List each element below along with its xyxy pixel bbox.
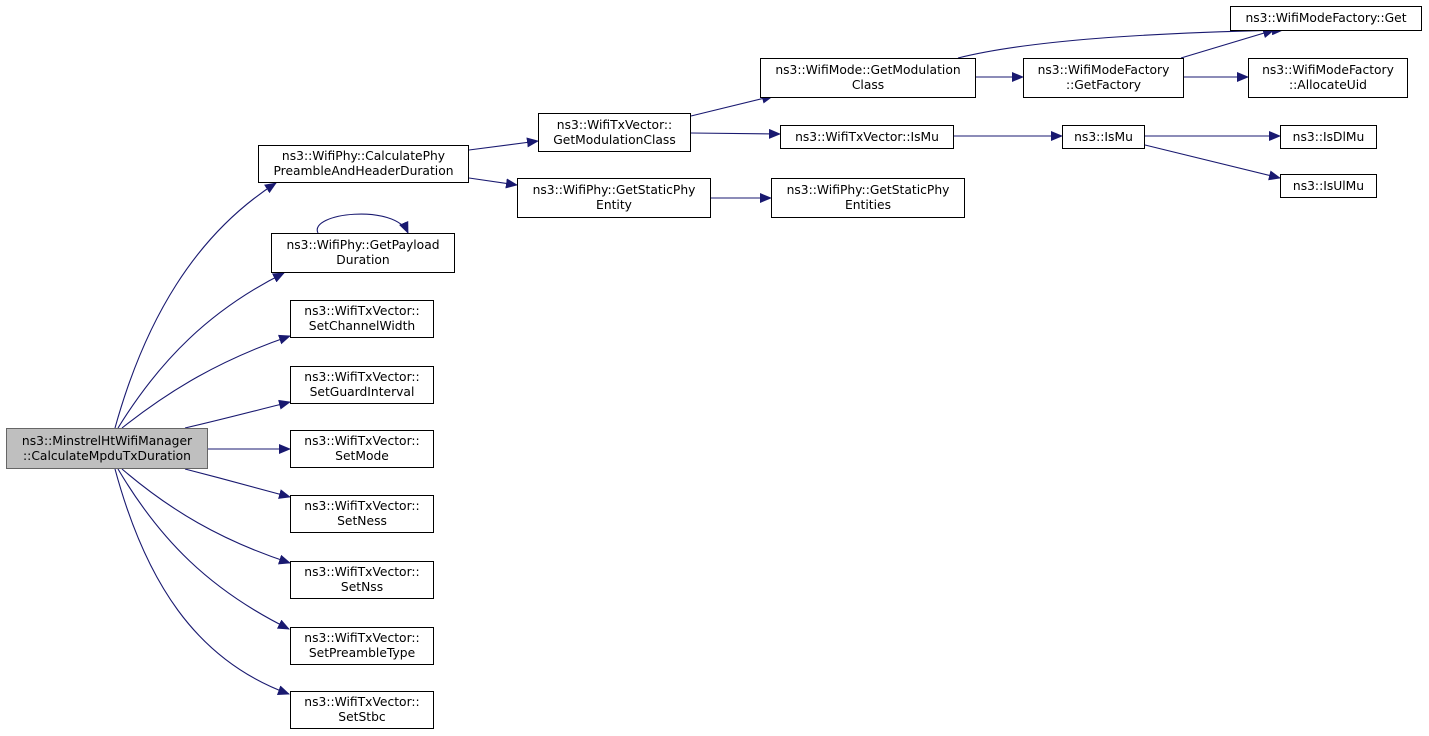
node-label-line: GetModulationClass	[553, 132, 676, 147]
node-label-line: ns3::WifiTxVector::	[304, 565, 420, 579]
node-label-line: ns3::WifiModeFactory::Get	[1245, 11, 1407, 25]
node-calculate-phy-preamble-and-header-duration[interactable]: ns3::WifiPhy::CalculatePhy PreambleAndHe…	[258, 145, 469, 183]
edge-txv_get_mod_class-to-txv_is_mu	[690, 128, 781, 139]
node-label-line: ns3::WifiModeFactory	[1037, 63, 1170, 77]
edge-root-to-calc_preamble	[114, 182, 277, 429]
node-set-ness[interactable]: ns3::WifiTxVector:: SetNess	[290, 495, 434, 533]
node-label-line: SetNess	[337, 514, 387, 528]
node-label-line: SetMode	[335, 449, 389, 463]
node-wifi-mode-factory-get[interactable]: ns3::WifiModeFactory::Get	[1230, 6, 1422, 31]
edge-root-to-set_channel_width	[121, 334, 291, 429]
node-label-line: Entities	[844, 198, 891, 212]
node-label-line: SetStbc	[338, 710, 386, 724]
node-wifi-mode-factory-get-factory[interactable]: ns3::WifiModeFactory ::GetFactory	[1023, 58, 1184, 98]
node-label-line: ns3::IsUlMu	[1292, 178, 1365, 193]
node-label-line: ns3::MinstrelHtWifiManager	[21, 433, 193, 448]
node-label-line: ns3::WifiTxVector::	[304, 304, 420, 318]
node-is-ul-mu[interactable]: ns3::IsUlMu	[1280, 174, 1377, 198]
node-label-line: ns3::WifiTxVector::	[556, 117, 673, 132]
node-label-line: ns3::WifiTxVector::	[304, 695, 420, 709]
edge-calc_preamble-to-txv_get_mod_class	[468, 137, 539, 151]
node-label-line: ns3::WifiTxVector::	[304, 631, 420, 645]
node-label-line: ns3::WifiModeFactory	[1262, 63, 1394, 77]
edge-factory_get_factory-to-factory_get	[1180, 28, 1275, 59]
node-label-line: SetChannelWidth	[308, 319, 416, 333]
node-label-line: SetGuardInterval	[309, 385, 415, 399]
node-set-nss[interactable]: ns3::WifiTxVector:: SetNss	[290, 561, 434, 599]
node-set-channel-width[interactable]: ns3::WifiTxVector:: SetChannelWidth	[290, 300, 434, 338]
node-label-line: ::AllocateUid	[1289, 78, 1367, 92]
node-set-stbc[interactable]: ns3::WifiTxVector:: SetStbc	[290, 691, 434, 729]
node-label-line: ns3::WifiTxVector::IsMu	[795, 129, 939, 144]
edge-root-to-set_nss	[121, 468, 291, 565]
node-wifi-mode-factory-allocate-uid[interactable]: ns3::WifiModeFactory ::AllocateUid	[1248, 58, 1408, 98]
node-get-static-phy-entity[interactable]: ns3::WifiPhy::GetStaticPhy Entity	[517, 178, 711, 218]
node-wifi-tx-vector-is-mu[interactable]: ns3::WifiTxVector::IsMu	[780, 125, 954, 149]
node-label-line: ns3::WifiPhy::GetStaticPhy	[532, 183, 696, 197]
edge-txv_get_mod_class-to-mode_get_mod_class	[690, 93, 774, 117]
edge-root-to-set_preamble_type	[117, 468, 290, 630]
node-label-line: ::GetFactory	[1065, 78, 1142, 92]
node-label-line: ns3::WifiTxVector::	[304, 499, 420, 513]
node-minstrel-calculate-mpdu-tx-duration[interactable]: ns3::MinstrelHtWifiManager ::CalculateMp…	[6, 428, 208, 469]
node-label-line: ns3::WifiTxVector::	[304, 434, 420, 448]
node-label-line: ns3::WifiPhy::CalculatePhy	[281, 149, 446, 163]
edge-mode_get_mod_class-to-factory_get	[957, 25, 1284, 59]
node-set-guard-interval[interactable]: ns3::WifiTxVector:: SetGuardInterval	[290, 366, 434, 404]
node-label-line: Class	[851, 78, 885, 92]
node-label-line: ns3::WifiTxVector::	[304, 370, 420, 384]
node-label-line: SetPreambleType	[308, 646, 416, 660]
node-is-dl-mu[interactable]: ns3::IsDlMu	[1280, 125, 1377, 149]
edge-root-to-set_guard_interval	[184, 399, 291, 429]
node-label-line: ns3::WifiPhy::GetPayload	[286, 238, 440, 252]
node-label-line: ns3::IsDlMu	[1292, 129, 1365, 144]
node-get-payload-duration[interactable]: ns3::WifiPhy::GetPayload Duration	[271, 233, 455, 273]
edge-root-to-get_payload	[117, 272, 285, 429]
node-label-line: ::CalculateMpduTxDuration	[23, 448, 191, 463]
node-label-line: SetNss	[340, 580, 384, 594]
node-wifi-tx-vector-get-modulation-class[interactable]: ns3::WifiTxVector:: GetModulationClass	[538, 113, 691, 152]
node-label-line: Duration	[336, 253, 390, 267]
node-wifi-mode-get-modulation-class[interactable]: ns3::WifiMode::GetModulation Class	[760, 58, 976, 98]
edge-root-to-set_ness	[184, 468, 291, 499]
node-label-line: ns3::IsMu	[1074, 129, 1133, 144]
edge-calc_preamble-to-get_static_phy_entity	[468, 177, 518, 189]
node-set-preamble-type[interactable]: ns3::WifiTxVector:: SetPreambleType	[290, 627, 434, 665]
node-get-static-phy-entities[interactable]: ns3::WifiPhy::GetStaticPhy Entities	[771, 178, 965, 218]
edge-layer	[114, 25, 1284, 695]
node-is-mu[interactable]: ns3::IsMu	[1062, 125, 1145, 149]
edge-root-to-set_stbc	[114, 468, 290, 695]
edge-is_mu-to-is_ul_mu	[1144, 144, 1281, 181]
edge-get_payload-to-get_payload	[316, 213, 409, 234]
node-label-line: ns3::WifiPhy::GetStaticPhy	[786, 183, 950, 197]
node-set-mode[interactable]: ns3::WifiTxVector:: SetMode	[290, 430, 434, 468]
node-label-line: Entity	[596, 198, 632, 212]
node-label-line: PreambleAndHeaderDuration	[273, 164, 454, 178]
node-label-line: ns3::WifiMode::GetModulation	[775, 63, 961, 77]
